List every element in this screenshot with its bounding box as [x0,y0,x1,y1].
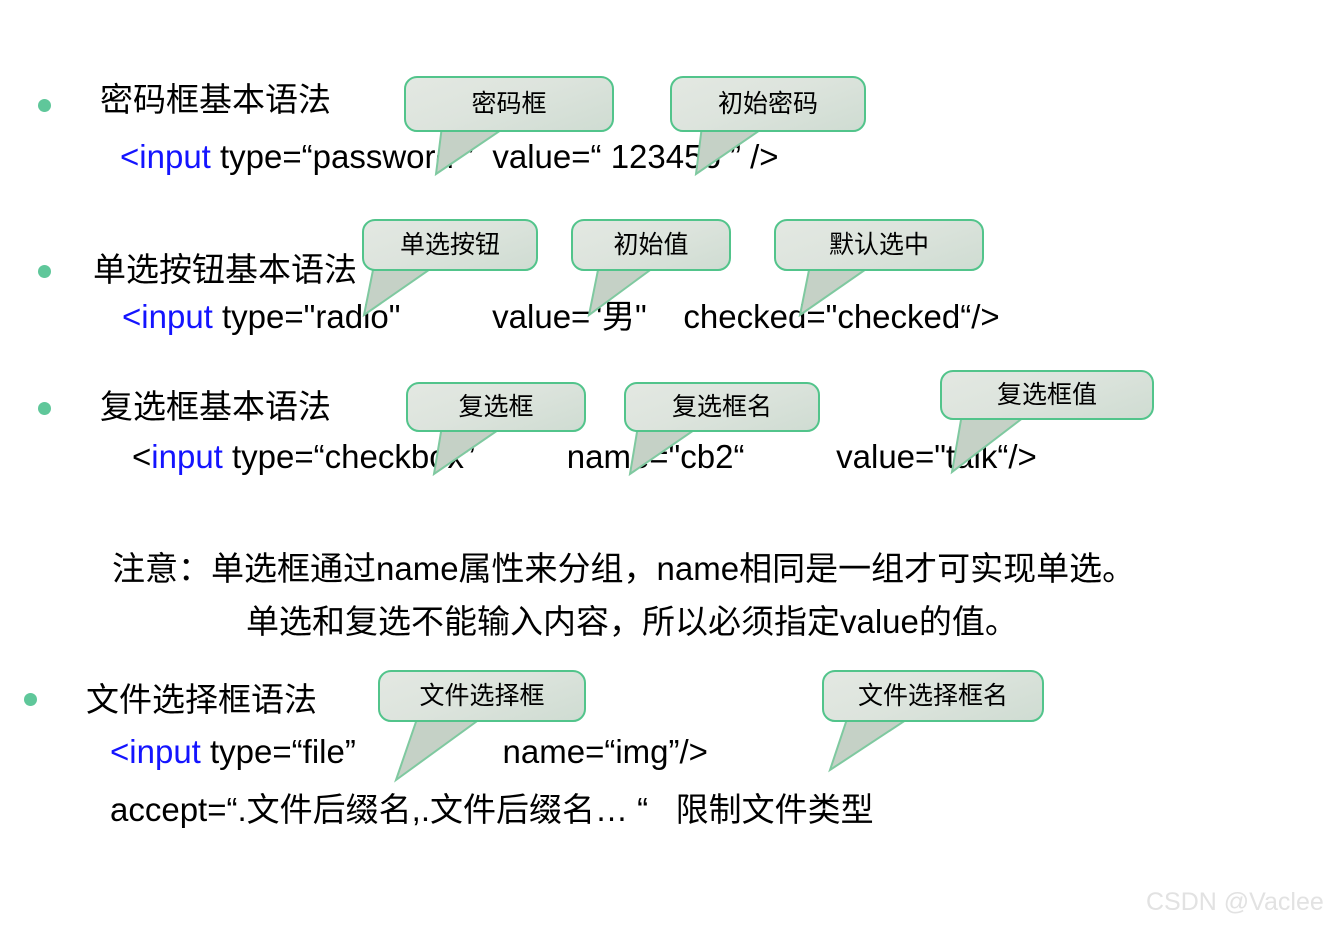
callout-checkbox-box: 复选框 [406,382,586,477]
callout-bubble: 密码框 [404,76,614,132]
heading-file: 文件选择框语法 [86,681,317,718]
code-bracket: < [132,438,152,475]
callout-label: 复选框 [458,392,534,421]
callout-label: 复选框值 [996,380,1097,409]
bullet-dot-checkbox [38,402,51,415]
callout-radio-initial-value: 初始值 [571,219,731,318]
callout-label: 密码框 [471,89,547,118]
code-keyword: input [129,733,201,770]
heading-radio: 单选按钮基本语法 [93,251,357,288]
code-line-radio: <input type="radio" value="男" checked="c… [122,300,1000,333]
callout-bubble: 初始值 [571,219,731,271]
callout-bubble: 复选框 [406,382,586,432]
callout-bubble: 复选框值 [940,370,1154,420]
callout-bubble: 单选按钮 [362,219,538,271]
callout-label: 文件选择框 [419,681,545,710]
code-rest: type=“password ” value=“ 123456 ” /> [210,138,779,175]
callout-radio-button: 单选按钮 [362,219,538,318]
code-bracket: < [120,138,140,175]
callout-file-name: 文件选择框名 [822,670,1044,773]
callout-label: 文件选择框名 [857,681,1008,710]
code-keyword: input [139,138,211,175]
callout-radio-checked: 默认选中 [774,219,984,318]
note-line-2: 单选和复选不能输入内容，所以必须指定value的值。 [246,603,1018,640]
code-bracket: < [110,733,130,770]
callout-label: 默认选中 [828,230,929,259]
note-line-1: 注意：单选框通过name属性来分组，name相同是一组才可实现单选。 [112,550,1136,587]
code-keyword: input [151,438,223,475]
csdn-watermark: CSDN @Vaclee [1146,888,1324,916]
bullet-dot-password [38,99,51,112]
code-bracket: < [122,298,142,335]
callout-bubble: 文件选择框 [378,670,586,722]
callout-bubble: 文件选择框名 [822,670,1044,722]
callout-checkbox-name: 复选框名 [624,382,820,477]
callout-bubble: 默认选中 [774,219,984,271]
bullet-dot-radio [38,265,51,278]
callout-password-initial: 初始密码 [670,76,866,177]
code-rest: type=“checkbox” name="cb2“ value="talk“/… [222,438,1037,475]
bullet-dot-file [24,693,37,706]
code-rest: type="radio" value="男" checked="checked“… [212,298,1000,335]
code-rest: type=“file” name=“img”/> [200,733,708,770]
code-line-password: <input type=“password ” value=“ 123456 ”… [120,140,779,173]
callout-label: 单选按钮 [399,230,500,259]
callout-password-box: 密码框 [404,76,614,177]
callout-bubble: 初始密码 [670,76,866,132]
code-keyword: input [141,298,213,335]
heading-password: 密码框基本语法 [100,81,331,118]
code-line-file-accept: accept=“.文件后缀名,.文件后缀名… “ 限制文件类型 [110,791,874,828]
heading-checkbox: 复选框基本语法 [100,388,331,425]
code-line-checkbox: <input type=“checkbox” name="cb2“ value=… [132,440,1037,473]
callout-label: 复选框名 [671,392,772,421]
callout-bubble: 复选框名 [624,382,820,432]
callout-label: 初始密码 [717,89,818,118]
code-line-file: <input type=“file” name=“img”/> [110,735,708,768]
callout-label: 初始值 [613,230,689,259]
callout-checkbox-value: 复选框值 [940,370,1154,475]
callout-file-box: 文件选择框 [378,670,586,783]
